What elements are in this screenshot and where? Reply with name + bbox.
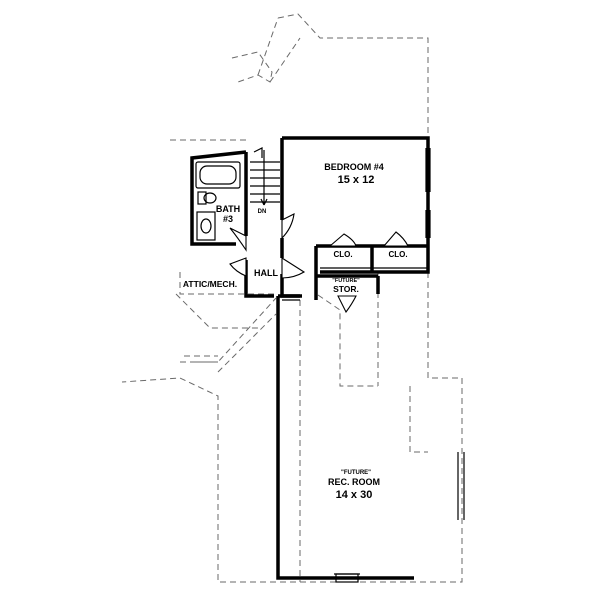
toilet-icon [197, 191, 207, 205]
closet-right-door [382, 231, 409, 247]
attic-label: ATTIC/MECH. [183, 279, 237, 289]
rec-room-size: 14 x 30 [336, 489, 373, 501]
closet-left-label: CLO. [333, 250, 352, 259]
bedroom-4: BEDROOM #4 15 x 12 [324, 162, 384, 186]
bath-door [229, 227, 247, 252]
storage-note: "FUTURE" [332, 278, 360, 284]
bedroom-door [281, 213, 295, 240]
attic-door [229, 257, 247, 277]
roof-outline [121, 13, 463, 583]
bathtub-icon [195, 161, 241, 189]
rec-room: "FUTURE" REC. ROOM 14 x 30 [328, 470, 380, 501]
details [282, 148, 465, 583]
doors [229, 213, 409, 314]
bath-fixtures [195, 161, 241, 241]
bedroom-name: BEDROOM #4 [324, 162, 384, 172]
storage-door [337, 295, 357, 314]
bath-name: BATH [216, 204, 240, 214]
storage: "FUTURE" STOR. [332, 278, 360, 294]
stair-label: DN [258, 209, 267, 215]
storage-label: STOR. [333, 284, 359, 294]
vanity-icon [196, 211, 216, 241]
bedroom-size: 15 x 12 [338, 174, 375, 186]
rec-room-name: REC. ROOM [328, 477, 380, 487]
closet-left-door [328, 233, 357, 247]
bath-number: #3 [223, 214, 233, 224]
hall-door [281, 256, 306, 279]
bath-3: BATH #3 [216, 204, 240, 224]
hall-label: HALL [254, 268, 278, 278]
closet-right-label: CLO. [388, 250, 407, 259]
rec-room-note: "FUTURE" [341, 470, 371, 476]
stair [250, 147, 280, 206]
